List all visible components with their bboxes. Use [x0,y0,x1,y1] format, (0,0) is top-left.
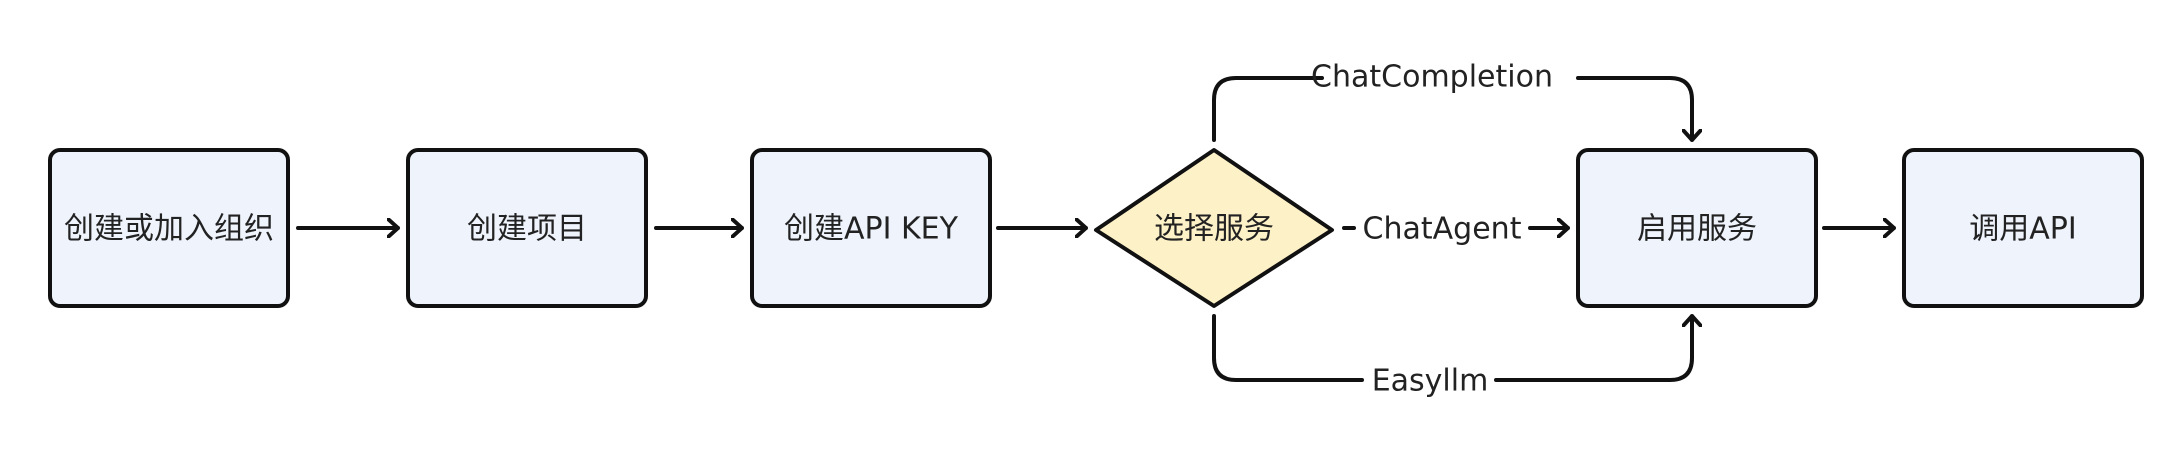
edge-label-easyllm: Easyllm [1372,364,1489,399]
node-create-project-label: 创建项目 [467,212,587,247]
node-call-api-label: 调用API [1969,212,2076,247]
node-create-org: 创建或加入组织 [48,148,290,308]
node-create-project: 创建项目 [406,148,648,308]
decision-select-service-label: 选择服务 [1154,212,1274,247]
arrow-chatcompletion-right [1576,76,1692,142]
node-call-api: 调用API [1902,148,2144,308]
arrow-easyllm-left [1212,314,1364,382]
arrow-easyllm-right [1494,314,1692,382]
edge-label-chatcompletion: ChatCompletion [1311,60,1553,95]
node-enable-service: 启用服务 [1576,148,1818,308]
edge-label-chatagent: ChatAgent [1363,212,1522,247]
decision-select-service: 选择服务 [1094,148,1334,308]
arrow-chatcompletion-left [1212,76,1324,142]
node-create-org-label: 创建或加入组织 [64,212,274,247]
node-create-api-key-label: 创建API KEY [784,212,959,247]
node-enable-service-label: 启用服务 [1637,212,1757,247]
node-create-api-key: 创建API KEY [750,148,992,308]
